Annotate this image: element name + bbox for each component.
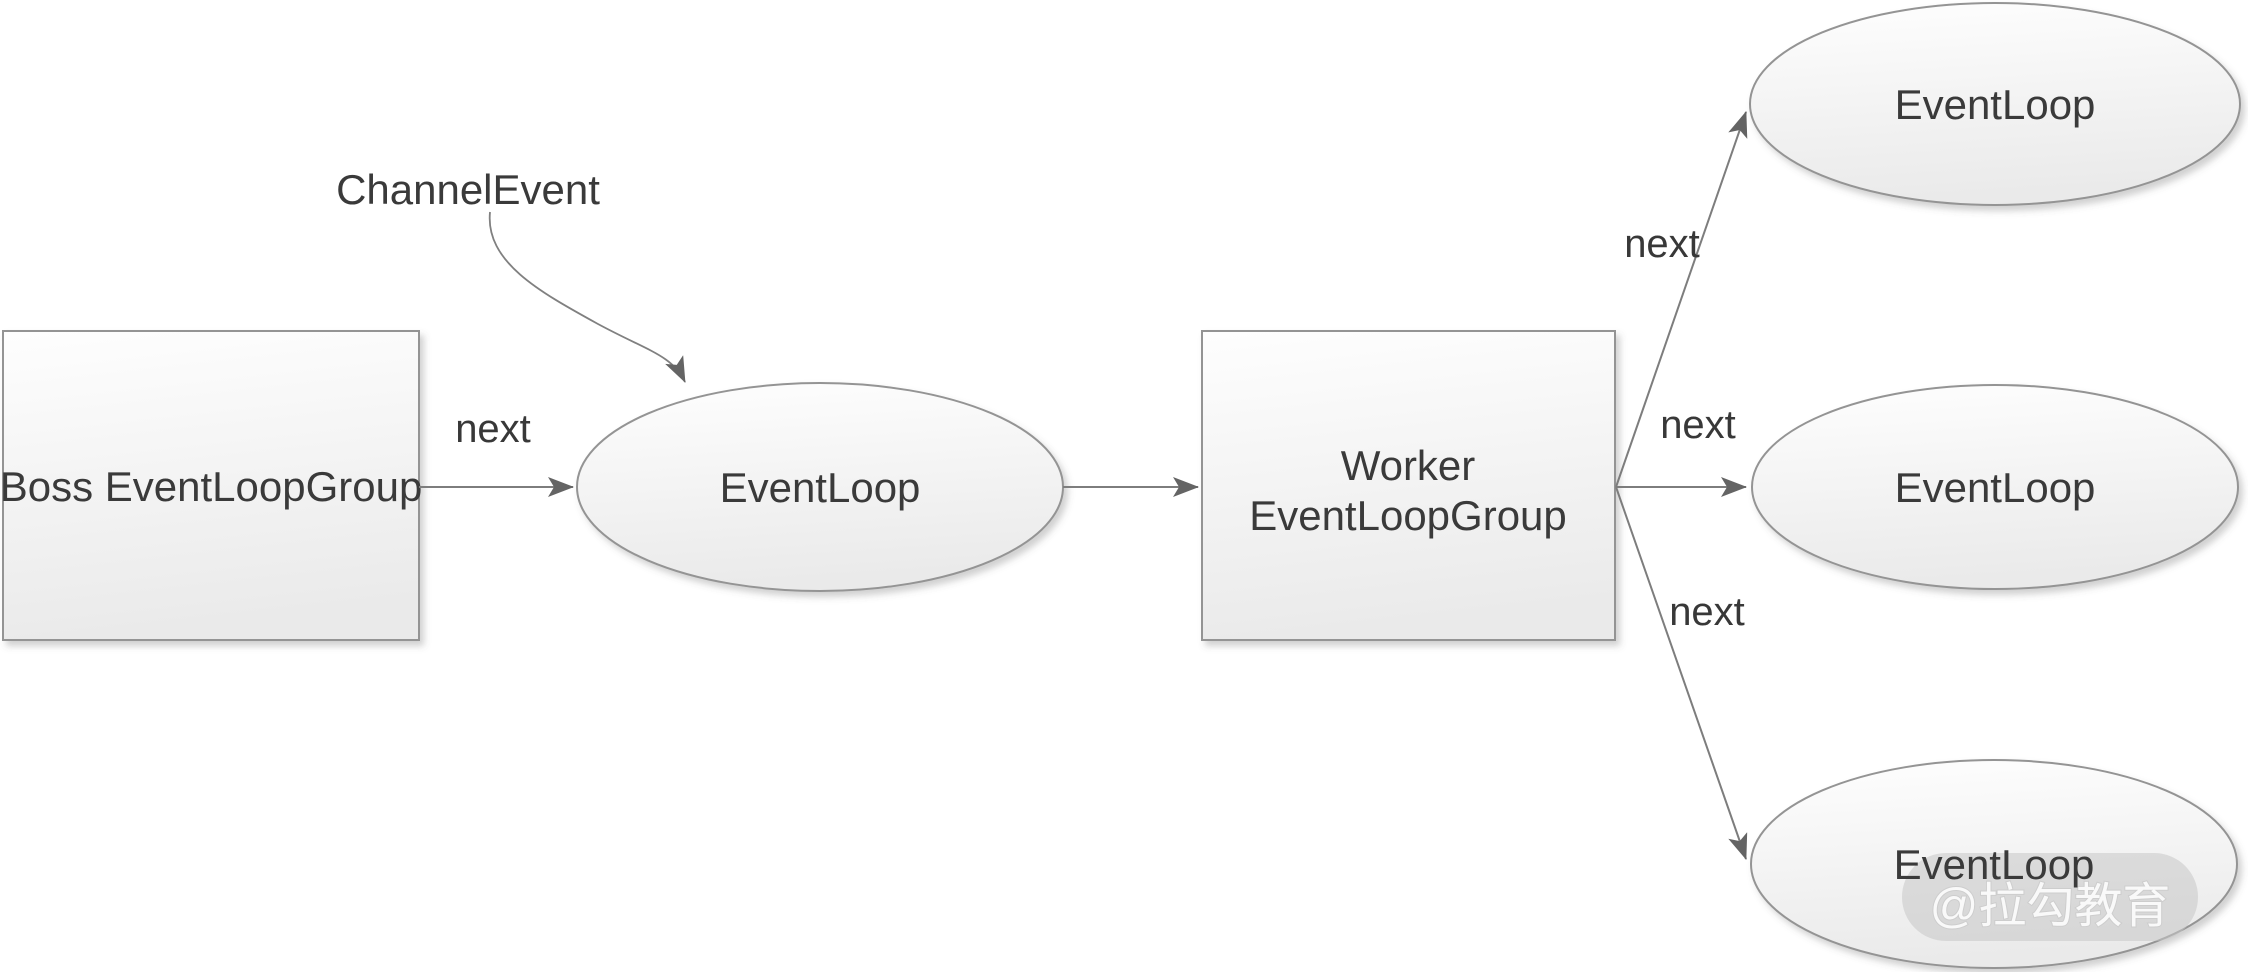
eventloop-main-label: EventLoop bbox=[720, 464, 921, 511]
next-label-worker-to-middle: next bbox=[1660, 403, 1736, 447]
channelevent-arrow bbox=[488, 211, 686, 383]
arrow-worker-to-bottom-eventloop bbox=[1615, 486, 1748, 860]
eventloop-top-label: EventLoop bbox=[1895, 81, 2096, 128]
next-label-worker-to-bottom: next bbox=[1669, 590, 1745, 634]
next-label-worker-to-top: next bbox=[1624, 222, 1700, 266]
watermark-text: @拉勾教育 bbox=[1930, 880, 2171, 933]
arrow-worker-to-top-eventloop bbox=[1615, 111, 1748, 488]
eventloop-bottom-label: EventLoop bbox=[1894, 841, 2095, 888]
eventloop-middle-label: EventLoop bbox=[1895, 464, 2096, 511]
channelevent-label: ChannelEvent bbox=[336, 166, 600, 213]
watermark: @拉勾教育 bbox=[1902, 853, 2198, 941]
eventloop-middle-node bbox=[1751, 384, 2239, 590]
worker-eventloopgroup-node bbox=[1201, 330, 1616, 641]
boss-eventloopgroup-label: Boss EventLoopGroup bbox=[0, 463, 422, 510]
boss-eventloopgroup-node bbox=[2, 330, 420, 641]
eventloop-top-node bbox=[1749, 2, 2241, 206]
worker-eventloopgroup-label-line1: Worker bbox=[1341, 442, 1476, 489]
next-label-boss-to-eventloop: next bbox=[455, 407, 531, 451]
worker-eventloopgroup-label-line2: EventLoopGroup bbox=[1249, 492, 1567, 539]
watermark-pill bbox=[1902, 853, 2198, 941]
